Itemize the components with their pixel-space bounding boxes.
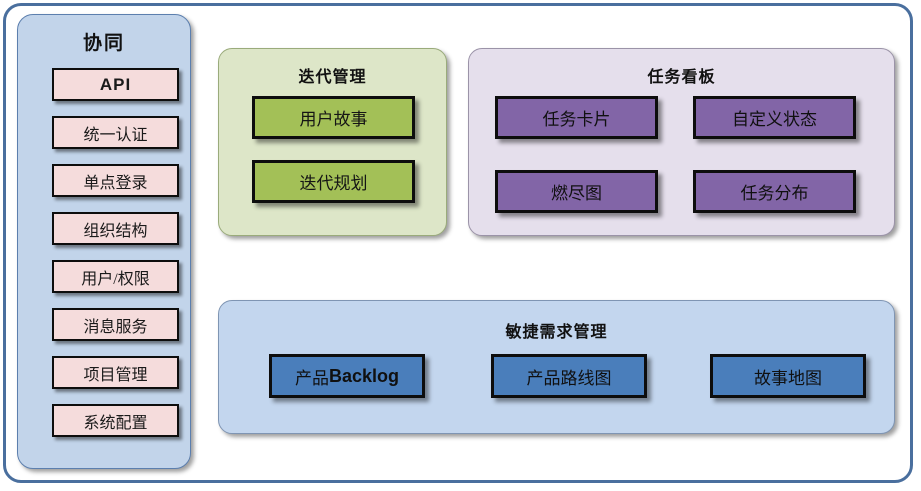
sidebar-title: 协同 xyxy=(82,33,125,54)
agile-item-product-roadmap-label: 产品路线图 xyxy=(526,368,612,388)
iteration-item-user-story[interactable]: 用户故事 xyxy=(252,96,415,139)
sidebar-item-sso[interactable]: 单点登录 xyxy=(52,164,179,197)
sidebar-item-system-config[interactable]: 系统配置 xyxy=(52,404,179,437)
agile-item-product-backlog-latin: Backlog xyxy=(328,365,400,386)
task-board-title: 任务看板 xyxy=(647,69,716,86)
iteration-management-title: 迭代管理 xyxy=(298,69,367,86)
agile-item-product-roadmap[interactable]: 产品路线图 xyxy=(491,354,647,398)
sidebar-item-org-structure[interactable]: 组织结构 xyxy=(52,212,179,245)
taskboard-item-task-card[interactable]: 任务卡片 xyxy=(495,96,658,139)
taskboard-item-burndown-chart[interactable]: 燃尽图 xyxy=(495,170,658,213)
sidebar-item-project-management[interactable]: 项目管理 xyxy=(52,356,179,389)
agile-requirement-title: 敏捷需求管理 xyxy=(505,324,608,341)
taskboard-item-custom-status[interactable]: 自定义状态 xyxy=(693,96,856,139)
task-board-panel: 任务看板 任务卡片 自定义状态 燃尽图 任务分布 xyxy=(468,48,895,236)
agile-item-product-backlog-cjk: 产品 xyxy=(294,368,329,388)
taskboard-item-task-distribution[interactable]: 任务分布 xyxy=(693,170,856,213)
sidebar-item-message-service[interactable]: 消息服务 xyxy=(52,308,179,341)
sidebar-item-api[interactable]: API xyxy=(52,68,179,101)
sidebar-panel-collaboration: 协同 API 统一认证 单点登录 组织结构 用户/权限 消息服务 项目管理 系统… xyxy=(17,14,191,469)
agile-item-story-map[interactable]: 故事地图 xyxy=(710,354,866,398)
iteration-item-iteration-planning[interactable]: 迭代规划 xyxy=(252,160,415,203)
iteration-management-panel: 迭代管理 用户故事 迭代规划 xyxy=(218,48,447,236)
agile-item-story-map-label: 故事地图 xyxy=(754,368,822,388)
sidebar-item-unified-auth[interactable]: 统一认证 xyxy=(52,116,179,149)
sidebar-item-user-permission[interactable]: 用户/权限 xyxy=(52,260,179,293)
